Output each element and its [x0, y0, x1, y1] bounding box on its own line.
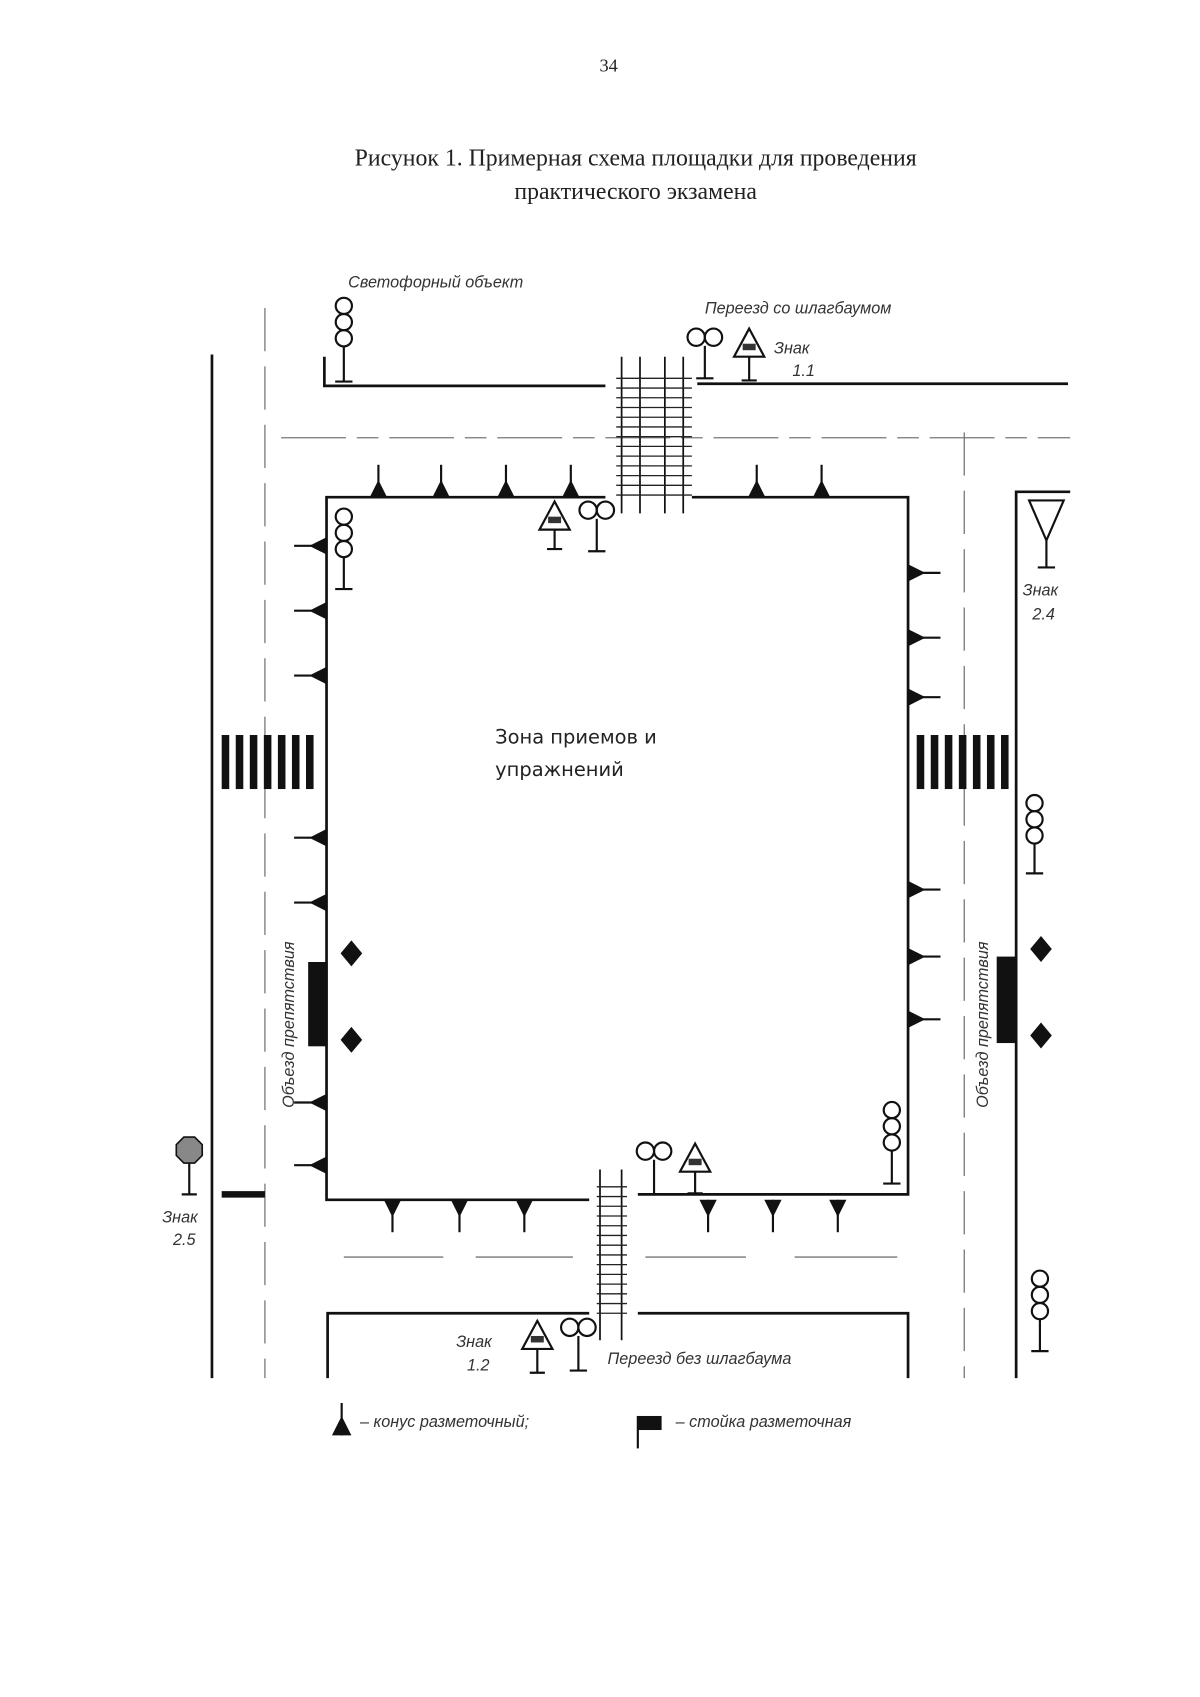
marking-post-flag	[1030, 936, 1052, 962]
figure-title-line1: Рисунок 1. Примерная схема площадки для …	[355, 145, 917, 171]
marking-cone	[369, 464, 388, 498]
marking-post-flag	[340, 1026, 363, 1053]
zone-label-line1: Зона приемов и	[495, 726, 657, 749]
traffic-light-icon	[1025, 793, 1044, 875]
marking-cone	[699, 1199, 717, 1233]
road-lines	[210, 308, 1071, 1379]
marking-cone	[908, 947, 941, 966]
pedestrian-crosswalk	[916, 735, 1009, 790]
marking-cone	[294, 1156, 327, 1174]
legend-cone-icon	[331, 1402, 352, 1436]
railway-signal-icon	[578, 500, 616, 553]
detour-label-right: Объезд препятствия	[974, 941, 992, 1108]
traffic-light-icon	[1030, 1269, 1050, 1353]
marking-cone	[294, 666, 327, 685]
marking-cone	[515, 1199, 533, 1233]
page-number: 34	[599, 55, 617, 75]
traffic-light-icon	[882, 1100, 902, 1185]
crossing-with-barrier-label: Переезд со шлагбаумом	[705, 299, 892, 317]
marking-cone	[294, 893, 327, 912]
detour-label-left: Объезд препятствия	[280, 941, 298, 1108]
legend-cone-text: – конус разметочный;	[359, 1413, 529, 1431]
marking-cone	[908, 880, 941, 899]
zone-label-line2: упражнений	[495, 758, 624, 781]
marking-cone	[908, 564, 941, 582]
marking-cone	[450, 1199, 469, 1233]
sign-2-5-word: Знак	[162, 1208, 199, 1226]
marking-post-flag	[340, 940, 363, 967]
marking-cone	[908, 1010, 941, 1028]
marking-cone	[562, 464, 580, 498]
marking-cone	[294, 602, 327, 620]
marking-cone	[294, 537, 327, 555]
marking-cone	[812, 464, 831, 498]
traffic-light-icon	[334, 296, 354, 383]
railway-signal-icon	[635, 1141, 673, 1196]
traffic-light-label: Светофорный объект	[348, 274, 523, 292]
marking-cone	[432, 464, 450, 498]
marking-cone	[748, 464, 766, 498]
sign-2-5-number: 2.5	[172, 1231, 197, 1249]
sign-1-1-word: Знак	[774, 339, 811, 357]
marking-cone	[294, 1093, 327, 1112]
legend-post-text: – стойка разметочная	[675, 1413, 852, 1431]
marking-cone	[829, 1199, 847, 1233]
traffic-light-icon	[334, 507, 354, 591]
railway-track	[596, 1169, 628, 1341]
stop-sign-2-5-icon	[175, 1136, 204, 1196]
marking-cone	[497, 464, 515, 498]
railroad-crossing-sign-icon	[732, 326, 767, 382]
sign-2-4-word: Знак	[1023, 582, 1060, 600]
obstacle	[308, 961, 328, 1047]
legend-post-icon	[636, 1415, 662, 1449]
railway-track	[616, 356, 692, 514]
railroad-crossing-sign-icon	[678, 1141, 713, 1195]
sign-2-4-number: 2.4	[1031, 605, 1055, 623]
railway-signal-icon	[560, 1317, 597, 1372]
marking-cone	[294, 829, 327, 847]
figure-title-line2: практического экзамена	[514, 179, 757, 205]
marking-cone	[908, 688, 941, 706]
marking-cone	[764, 1199, 782, 1233]
sign-1-2-word: Знак	[456, 1333, 493, 1351]
marking-post-flag	[1030, 1022, 1052, 1049]
sign-1-1-number: 1.1	[792, 362, 815, 380]
railroad-crossing-sign-icon	[537, 499, 572, 551]
railway-signal-icon	[686, 327, 724, 380]
marking-cone	[908, 629, 941, 647]
sign-1-2-number: 1.2	[467, 1357, 490, 1375]
crossing-without-barrier-label: Переезд без шлагбаума	[608, 1350, 792, 1368]
obstacle	[996, 956, 1017, 1044]
marking-cone	[383, 1199, 402, 1233]
railroad-crossing-sign-icon	[520, 1318, 555, 1374]
yield-sign-2-4-icon	[1027, 499, 1066, 569]
pedestrian-crosswalk	[221, 735, 314, 790]
